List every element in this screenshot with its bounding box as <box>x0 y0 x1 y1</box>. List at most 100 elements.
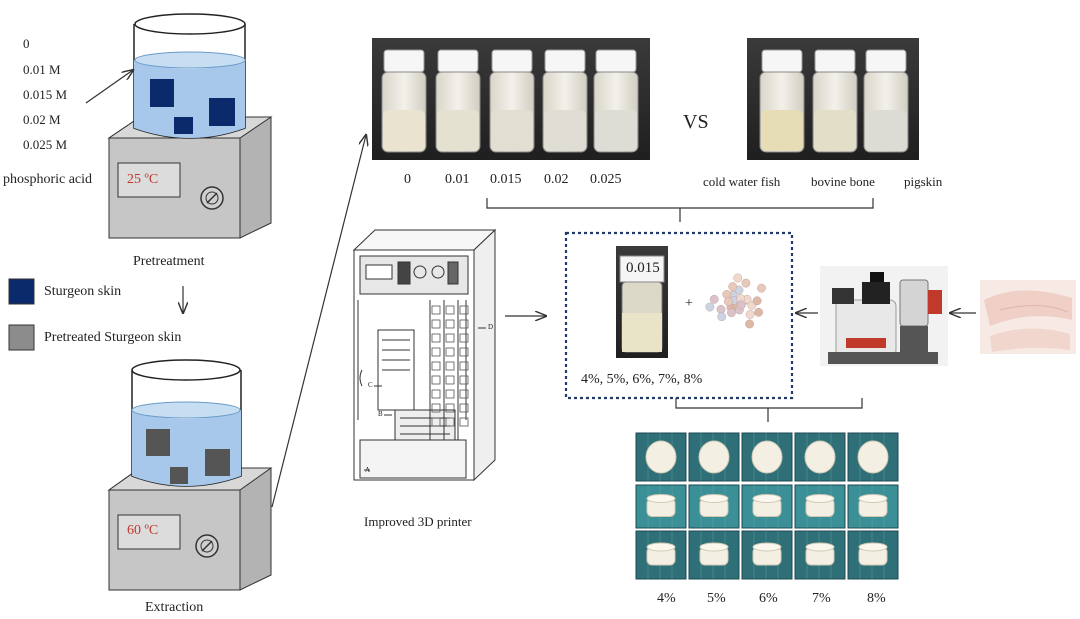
legend-label-pretreated: Pretreated Sturgeon skin <box>44 330 182 345</box>
concentration-0: 0 <box>23 36 30 51</box>
printer-part-c: C <box>368 381 373 389</box>
result-photo-cell <box>741 530 793 580</box>
result-label-7: 7% <box>812 591 831 606</box>
vial-label-0: 0 <box>404 172 411 187</box>
collagen-flake <box>722 290 732 299</box>
printer-part-b: B <box>378 410 383 418</box>
result-label-5: 5% <box>707 591 726 606</box>
vial-concentration <box>489 49 535 153</box>
vial-label-0-015: 0.015 <box>490 172 522 187</box>
collagen-flake <box>717 312 727 322</box>
result-photo-cell <box>847 484 899 529</box>
collagen-flake <box>729 296 738 305</box>
collagen-flake <box>741 278 751 288</box>
result-photo-cell <box>635 484 687 529</box>
result-label-4: 4% <box>657 591 676 606</box>
pretreatment-beaker <box>133 13 246 139</box>
collagen-flake <box>734 285 744 295</box>
result-photo-cell <box>847 530 899 580</box>
plus-sign: + <box>685 296 693 311</box>
formulation-vial-label: 0.015 <box>626 260 660 276</box>
collagen-flake <box>742 294 752 304</box>
extraction-caption: Extraction <box>145 600 204 615</box>
result-photo-cell <box>741 484 793 529</box>
vial-source <box>759 49 805 153</box>
raw-skin-photo <box>980 280 1076 354</box>
extraction-beaker <box>131 359 242 487</box>
collagen-flake <box>727 308 736 318</box>
printer-caption: Improved 3D printer <box>364 514 472 529</box>
source-label-cold-water-fish: cold water fish <box>703 174 781 189</box>
concentration-arrow <box>85 70 133 104</box>
result-photo-cell <box>794 530 846 580</box>
top-bracket <box>486 198 874 209</box>
result-photo-cell <box>688 530 740 580</box>
collagen-flake <box>705 302 715 312</box>
collagen-flakes <box>705 273 766 329</box>
results-bracket <box>675 398 863 409</box>
pretreated-skin-piece <box>146 429 170 456</box>
collagen-flake <box>745 319 754 329</box>
collagen-flake <box>726 303 736 312</box>
sturgeon-skin-piece <box>150 79 174 107</box>
legend-swatch-sturgeon <box>8 278 35 305</box>
collagen-flake <box>736 294 746 304</box>
collagen-flake <box>747 300 757 310</box>
pretreated-skin-piece <box>170 467 188 484</box>
concentration-0-015: 0.015 M <box>23 87 68 102</box>
collagen-flake <box>716 305 726 314</box>
collagen-flake <box>745 310 755 319</box>
extraction-to-vials-arrow <box>271 135 366 508</box>
sturgeon-skin-piece <box>209 98 235 126</box>
collagen-flake <box>728 290 738 300</box>
results-grid <box>635 432 899 580</box>
result-photo-cell <box>635 530 687 580</box>
pretreated-skin-piece <box>205 449 230 476</box>
concentration-0-02: 0.02 M <box>23 112 61 127</box>
result-photo-cell <box>688 432 740 482</box>
concentration-0-025: 0.025 M <box>23 137 68 152</box>
collagen-flake <box>754 307 763 317</box>
collagen-flake <box>728 282 738 292</box>
vials-concentration-photo <box>372 38 650 160</box>
vial-concentration <box>435 49 481 153</box>
collagen-flake <box>733 273 743 283</box>
result-photo-cell <box>794 432 846 482</box>
vial-source <box>863 49 909 153</box>
vials-source-photo <box>747 38 919 160</box>
result-photo-cell <box>741 432 793 482</box>
vial-source <box>812 49 858 153</box>
result-photo-cell <box>688 484 740 529</box>
vial-concentration <box>381 49 427 153</box>
printer-drawing <box>352 228 497 482</box>
legend-label-sturgeon: Sturgeon skin <box>44 284 122 299</box>
collagen-flake <box>736 300 746 310</box>
collagen-flake <box>738 297 748 307</box>
pretreatment-caption: Pretreatment <box>133 254 205 269</box>
extraction-temperature: 60 ºC <box>127 523 159 538</box>
printer-part-d: D <box>488 323 494 331</box>
vial-label-0-02: 0.02 <box>544 172 569 187</box>
vial-concentration <box>593 49 639 153</box>
result-label-6: 6% <box>759 591 778 606</box>
printer-part-a: A <box>365 466 371 474</box>
concentration-0-01: 0.01 M <box>23 62 61 77</box>
sturgeon-skin-piece <box>174 117 193 134</box>
result-photo-cell <box>847 432 899 482</box>
processing-machine-photo <box>820 266 948 366</box>
pretreatment-temperature: 25 ºC <box>127 172 159 187</box>
legend-swatch-pretreated <box>8 324 35 351</box>
collagen-flake <box>732 301 742 311</box>
result-label-8: 8% <box>867 591 886 606</box>
collagen-flake <box>734 305 744 315</box>
vs-label: VS <box>683 111 709 133</box>
collagen-flake <box>752 296 762 306</box>
result-photo-cell <box>635 432 687 482</box>
collagen-flake <box>709 294 719 304</box>
vial-concentration <box>542 49 588 153</box>
collagen-flake <box>724 297 733 306</box>
collagen-flake <box>757 283 766 293</box>
source-label-bovine-bone: bovine bone <box>811 174 875 189</box>
acid-label: phosphoric acid <box>3 172 93 187</box>
